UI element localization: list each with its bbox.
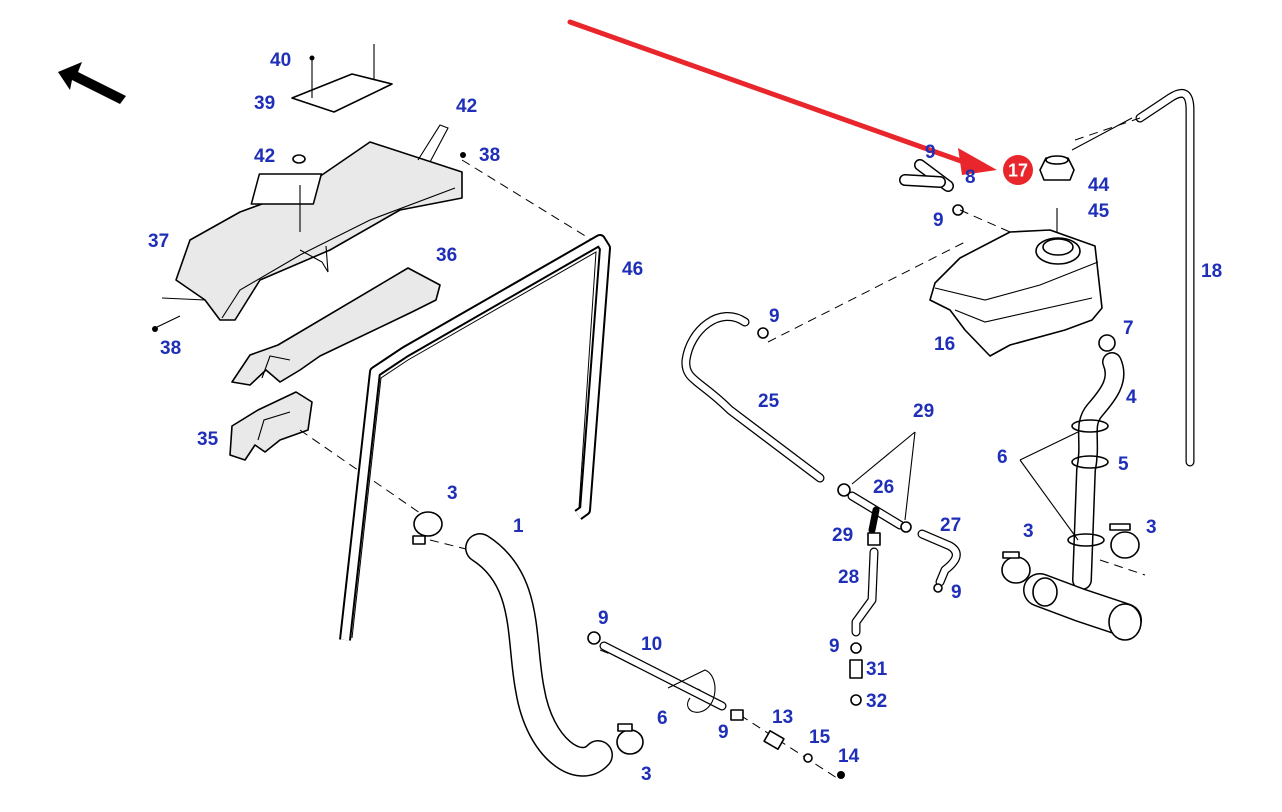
callout-label: 6	[997, 447, 1008, 468]
callout-label: 36	[436, 245, 457, 266]
clamp-3-lower	[616, 723, 644, 755]
callout-label: 26	[873, 477, 894, 498]
hose-8	[899, 159, 964, 216]
callout-label: 40	[270, 50, 291, 71]
svg-text:17: 17	[1008, 161, 1028, 181]
callout-label: 28	[838, 567, 859, 588]
y-pipe	[1001, 523, 1142, 641]
callout-label: 15	[809, 727, 831, 748]
callout-label: 38	[160, 338, 181, 359]
callout-label: 25	[758, 391, 780, 412]
bracket-35	[229, 391, 313, 461]
callout-label: 37	[148, 231, 169, 252]
overflow-tube-18	[1135, 88, 1195, 467]
callout-label: 5	[1118, 454, 1129, 475]
t-fitting-26	[837, 483, 961, 706]
callout-label: 39	[254, 93, 275, 114]
orientation-arrow-icon	[58, 62, 126, 104]
pointer-arrow-icon	[567, 19, 997, 175]
filler-cap-17	[1039, 117, 1133, 181]
callout-label: 9	[933, 210, 944, 231]
callout-label: 3	[641, 764, 652, 785]
callout-label: 14	[838, 746, 860, 767]
callout-label: 44	[1088, 175, 1110, 196]
callout-label: 7	[1123, 318, 1134, 339]
callout-label: 3	[447, 483, 458, 504]
callout-label: 46	[622, 259, 643, 280]
callout-label: 3	[1023, 521, 1034, 542]
callout-label: 9	[718, 722, 729, 743]
upper-cover-37	[152, 55, 466, 332]
callout-label: 4	[1126, 387, 1137, 408]
callout-label: 42	[456, 96, 477, 117]
callout-label: 9	[598, 608, 609, 629]
callout-labels: 40 39 42 42 38 37 36 38 35 46 3 1 9 10 6…	[148, 50, 1222, 785]
callout-label: 27	[940, 515, 961, 536]
callout-label: 6	[657, 708, 668, 729]
leader-lines-right	[767, 117, 1146, 576]
callout-label: 32	[866, 691, 887, 712]
callout-label: 16	[934, 334, 955, 355]
cover-plate-39	[291, 44, 393, 113]
hose-1	[465, 533, 613, 777]
callout-label: 29	[832, 525, 853, 546]
seal-46	[339, 234, 611, 641]
callout-label: 9	[951, 582, 962, 603]
callout-label: 18	[1201, 261, 1222, 282]
callout-label: 9	[925, 142, 936, 163]
callout-label: 35	[197, 429, 219, 450]
callout-label: 42	[254, 146, 275, 167]
callout-label: 45	[1088, 201, 1110, 222]
callout-label: 13	[772, 707, 793, 728]
callout-label: 9	[769, 306, 780, 327]
callout-label: 9	[829, 636, 840, 657]
callout-label: 1	[513, 516, 524, 537]
callout-label: 3	[1146, 517, 1157, 538]
callout-label: 10	[641, 634, 662, 655]
hose-4-5	[1067, 334, 1125, 590]
hose-25	[681, 312, 825, 483]
clamp-3-upper	[412, 511, 443, 545]
highlight-badge-17: 17	[1003, 155, 1033, 185]
callout-label: 31	[866, 659, 888, 680]
callout-label: 29	[913, 401, 934, 422]
expansion-tank-16	[929, 208, 1103, 357]
clamp-3-right	[1110, 531, 1140, 559]
bracket-36	[231, 267, 441, 386]
callout-label: 38	[479, 145, 500, 166]
pipe-10	[587, 631, 845, 779]
callout-label: 8	[965, 167, 976, 188]
callout-leaders	[851, 431, 1079, 541]
